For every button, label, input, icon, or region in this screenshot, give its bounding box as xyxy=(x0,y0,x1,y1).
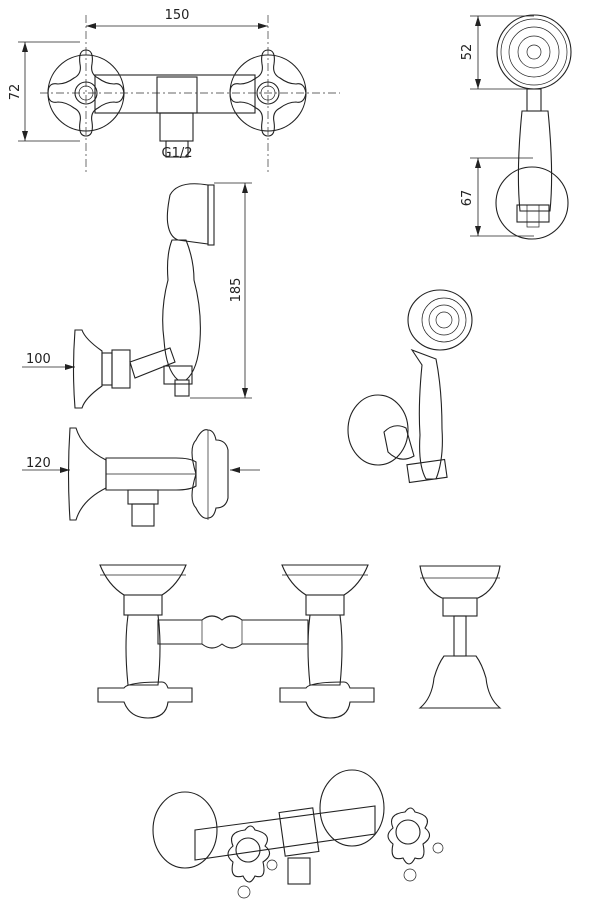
mixer-isometric-view xyxy=(152,769,444,899)
dimension-185: 185 xyxy=(229,278,244,303)
holder-elevation-view xyxy=(418,565,502,709)
dimension-72: 72 xyxy=(8,84,23,101)
dimension-120: 120 xyxy=(26,456,51,471)
cross-handle-right xyxy=(229,49,307,137)
mixer-elevation-view xyxy=(97,564,375,719)
cross-handle-left xyxy=(47,49,125,137)
hand-shower-isometric-view xyxy=(347,289,473,484)
dimension-100: 100 xyxy=(26,352,51,367)
hand-shower-front-view: 52 67 xyxy=(460,14,572,240)
dimension-52: 52 xyxy=(460,44,475,61)
dimension-67: 67 xyxy=(460,190,475,207)
dimension-150: 150 xyxy=(165,8,190,23)
hand-shower-side-view: 185 100 xyxy=(22,182,252,409)
mixer-side-view: 120 xyxy=(22,427,260,527)
mixer-front-view: 150 72 G1/2 xyxy=(8,8,340,172)
outlet-thread-label: G1/2 xyxy=(162,146,193,161)
